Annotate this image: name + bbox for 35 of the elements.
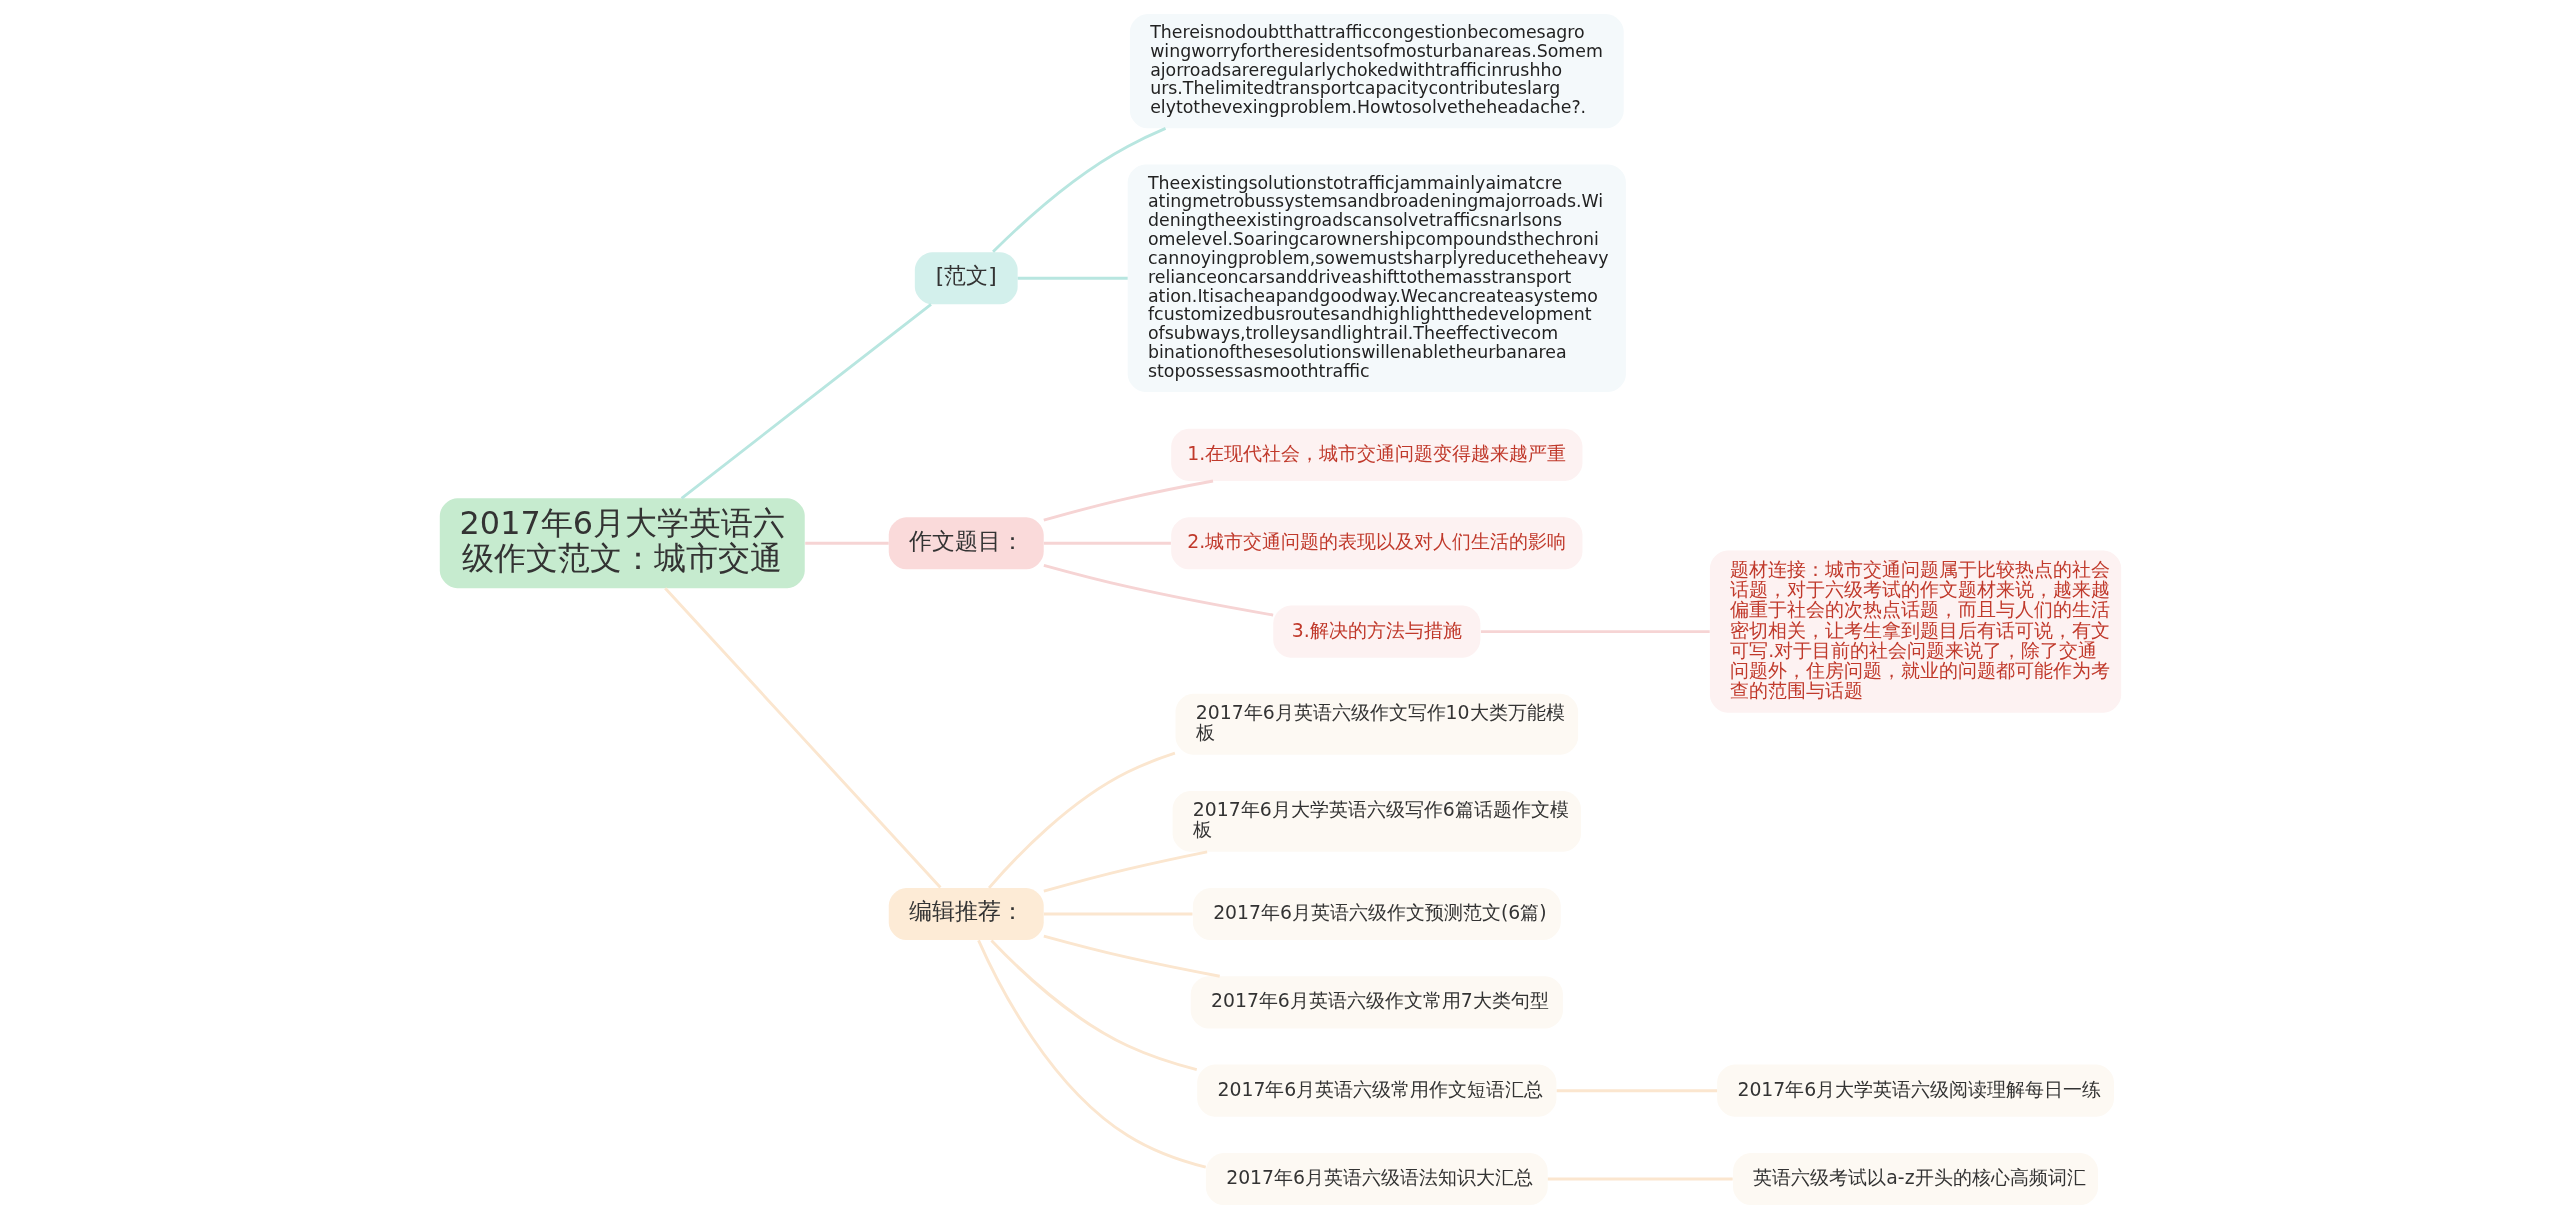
node-box: 3.解决的方法与措施	[1272, 605, 1480, 658]
node-box: 2.城市交通问题的表现以及对人们生活的影响	[1170, 517, 1582, 570]
connector	[804, 541, 889, 545]
connector	[989, 939, 1197, 1072]
node-box: Thereisnodoubtthattrafficcongestionbecomesagrowingworryfortheresidentsofmosturbanareas.Somemajorroadsareregularlychokedwithtrafficinrushhours.Thelimitedtransportcapacitycontributeslargelytothevexingproblem.Howtosolvetheheadache?.	[1129, 13, 1624, 129]
node-box: 2017年6月英语六级作文常用7大类句型	[1190, 976, 1563, 1029]
node-box: 2017年6月英语六级作文写作10大类万能模板	[1175, 693, 1578, 755]
connector	[1556, 1089, 1717, 1093]
node-box: 作文题目：	[888, 517, 1044, 570]
connector	[663, 587, 941, 889]
node-box: 题材连接：城市交通问题属于比较热点的社会话题，对于六级考试的作文题材来说，越来越偏重于社会的次热点话题，而且与人们的生活密切相关，让考生拿到题目后有话可说，有文可写.对于目前的社会问题来说了，除了交通问题外，住房问题，就业的问题都可能作为考查的范围与话题	[1709, 550, 2121, 713]
node-box: 1.在现代社会，城市交通问题变得越来越严重	[1170, 428, 1582, 481]
node-box: 2017年6月大学英语六级阅读理解每日一练	[1716, 1064, 2114, 1117]
node-box: 英语六级考试以a-z开头的核心高频词汇	[1732, 1152, 2098, 1206]
connector	[1043, 541, 1171, 545]
node-box: 2017年6月大学英语六级作文范文：城市交通	[439, 498, 805, 589]
node-box: 2017年6月英语六级作文预测范文(6篇)	[1192, 887, 1561, 941]
node-box: 2017年6月大学英语六级写作6篇话题作文模板	[1172, 790, 1581, 852]
connector	[1042, 563, 1273, 617]
node-box: 2017年6月英语六级语法知识大汇总	[1205, 1152, 1548, 1206]
connector	[987, 751, 1175, 889]
connector	[680, 303, 932, 500]
connector	[1480, 630, 1710, 634]
connector	[1042, 850, 1207, 893]
connector	[991, 127, 1166, 253]
connector	[1042, 479, 1213, 522]
node-box: 编辑推荐：	[888, 887, 1044, 941]
node-box: 2017年6月英语六级常用作文短语汇总	[1196, 1064, 1556, 1117]
connector	[976, 939, 1206, 1169]
node-box: [范文]	[914, 252, 1018, 305]
connector	[1547, 1177, 1733, 1181]
node-box: Theexistingsolutionstotrafficjammainlyaimatcreatingmetrobussystemsandbroadeningmajorroads.Wideningtheexistingroadscansolvetrafficsnarlsonsomelevel.Soaringcarownershipcompoundsthechronicannoyingproblem,sowemustsharplyreducetheheavyrelianceoncarsanddriveashifttothemasstransportation.Itisacheapandgoodway.Wecancreateasystemofcustomizedbusroutesandhighlightthedevelopmentofsubways,trolleysandlightrail.Theeffectivecombinationofthesesolutionswillenabletheurbanareastopossessasmoothtraffic	[1127, 164, 1626, 392]
connector	[1017, 276, 1128, 280]
connector	[1043, 912, 1192, 916]
connector	[1042, 934, 1220, 978]
